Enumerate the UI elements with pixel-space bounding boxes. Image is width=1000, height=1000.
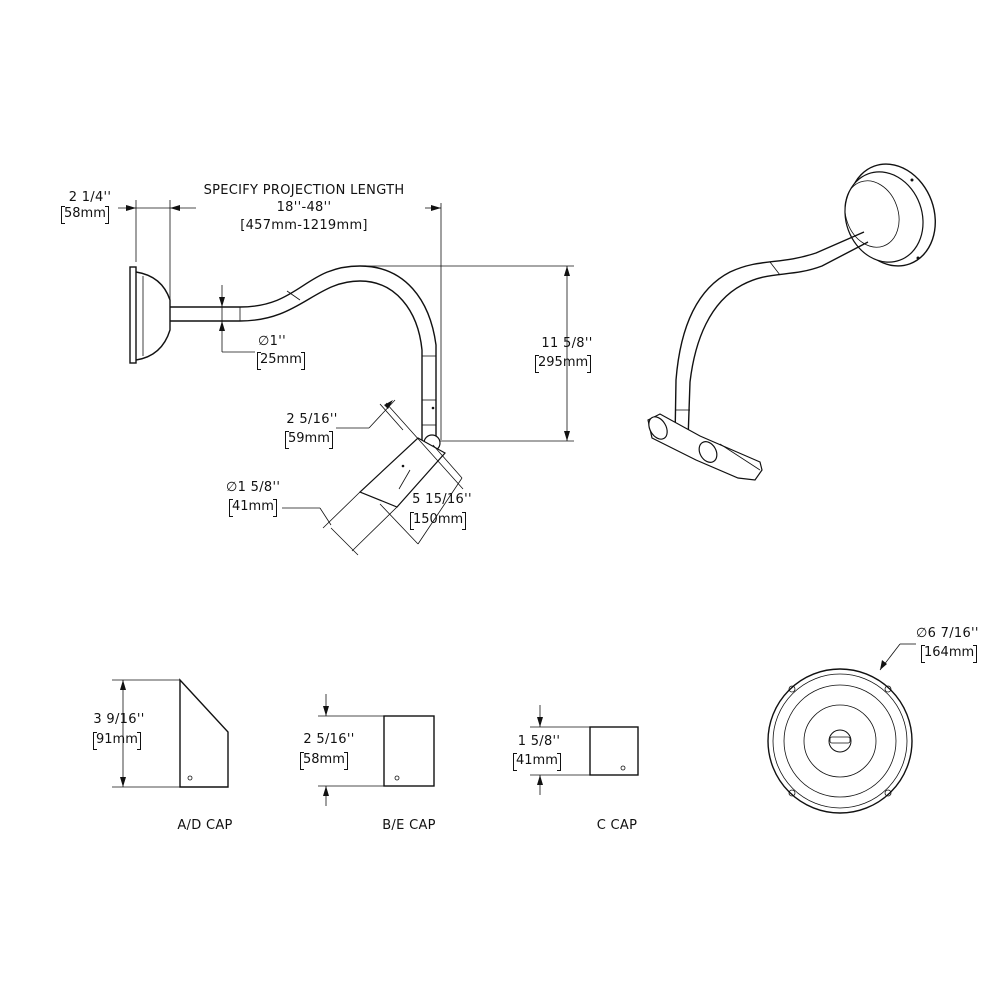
c-cap xyxy=(530,705,639,795)
gooseneck-arm xyxy=(170,265,437,440)
ad-cap-height-mm: 91mm xyxy=(93,732,141,750)
ad-cap-shape xyxy=(179,678,229,788)
be-cap-shape xyxy=(383,715,435,787)
be-cap-label: B/E CAP xyxy=(382,818,436,833)
ad-cap-label: A/D CAP xyxy=(177,818,233,833)
c-cap-height-mm: 41mm xyxy=(513,753,561,771)
projection-inch-label: 18''-48'' xyxy=(276,200,332,215)
iso-arm xyxy=(674,231,865,441)
be-cap-height-mm: 58mm xyxy=(300,752,348,770)
wall-canopy-profile xyxy=(135,271,171,361)
wall-plate xyxy=(129,266,137,364)
drop-mm-label: 295mm xyxy=(534,355,592,373)
be-cap xyxy=(318,694,435,806)
tube-dia-inch-label: ∅1'' xyxy=(258,334,286,349)
tube-dia-mm-label: 25mm xyxy=(257,352,305,370)
depth-mm-label: 58mm xyxy=(61,206,109,224)
head-total-mm-label: 150mm xyxy=(409,512,467,530)
c-cap-height-inch: 1 5/8'' xyxy=(517,734,561,749)
projection-title: SPECIFY PROJECTION LENGTH xyxy=(203,183,405,198)
head-len-mm-label: 59mm xyxy=(285,431,333,449)
head-total-inch-label: 5 15/16'' xyxy=(412,492,472,507)
head-dia-inch-label: ∅1 5/8'' xyxy=(226,480,281,495)
canopy-dia-inch-label: ∅6 7/16'' xyxy=(916,626,979,641)
drop-inch-label: 11 5/8'' xyxy=(541,336,593,351)
head-len-inch-label: 2 5/16'' xyxy=(286,412,338,427)
side-view-dimensions xyxy=(118,200,574,556)
canopy-outer-ring xyxy=(767,668,913,814)
head-dia-mm-label: 41mm xyxy=(229,499,277,517)
projection-mm-label: [457mm-1219mm] xyxy=(240,218,368,233)
depth-inch-label: 2 1/4'' xyxy=(68,190,112,205)
ad-cap-height-inch: 3 9/16'' xyxy=(93,712,145,727)
ad-cap xyxy=(112,678,229,788)
isometric-view xyxy=(647,163,936,481)
canopy-front-view xyxy=(767,643,916,814)
be-cap-height-inch: 2 5/16'' xyxy=(303,732,355,747)
canopy-dia-mm-label: 164mm xyxy=(920,645,978,663)
side-view-arm xyxy=(129,265,446,508)
c-cap-shape xyxy=(589,726,639,776)
c-cap-label: C CAP xyxy=(596,818,638,833)
canopy-center-knob xyxy=(828,729,852,753)
